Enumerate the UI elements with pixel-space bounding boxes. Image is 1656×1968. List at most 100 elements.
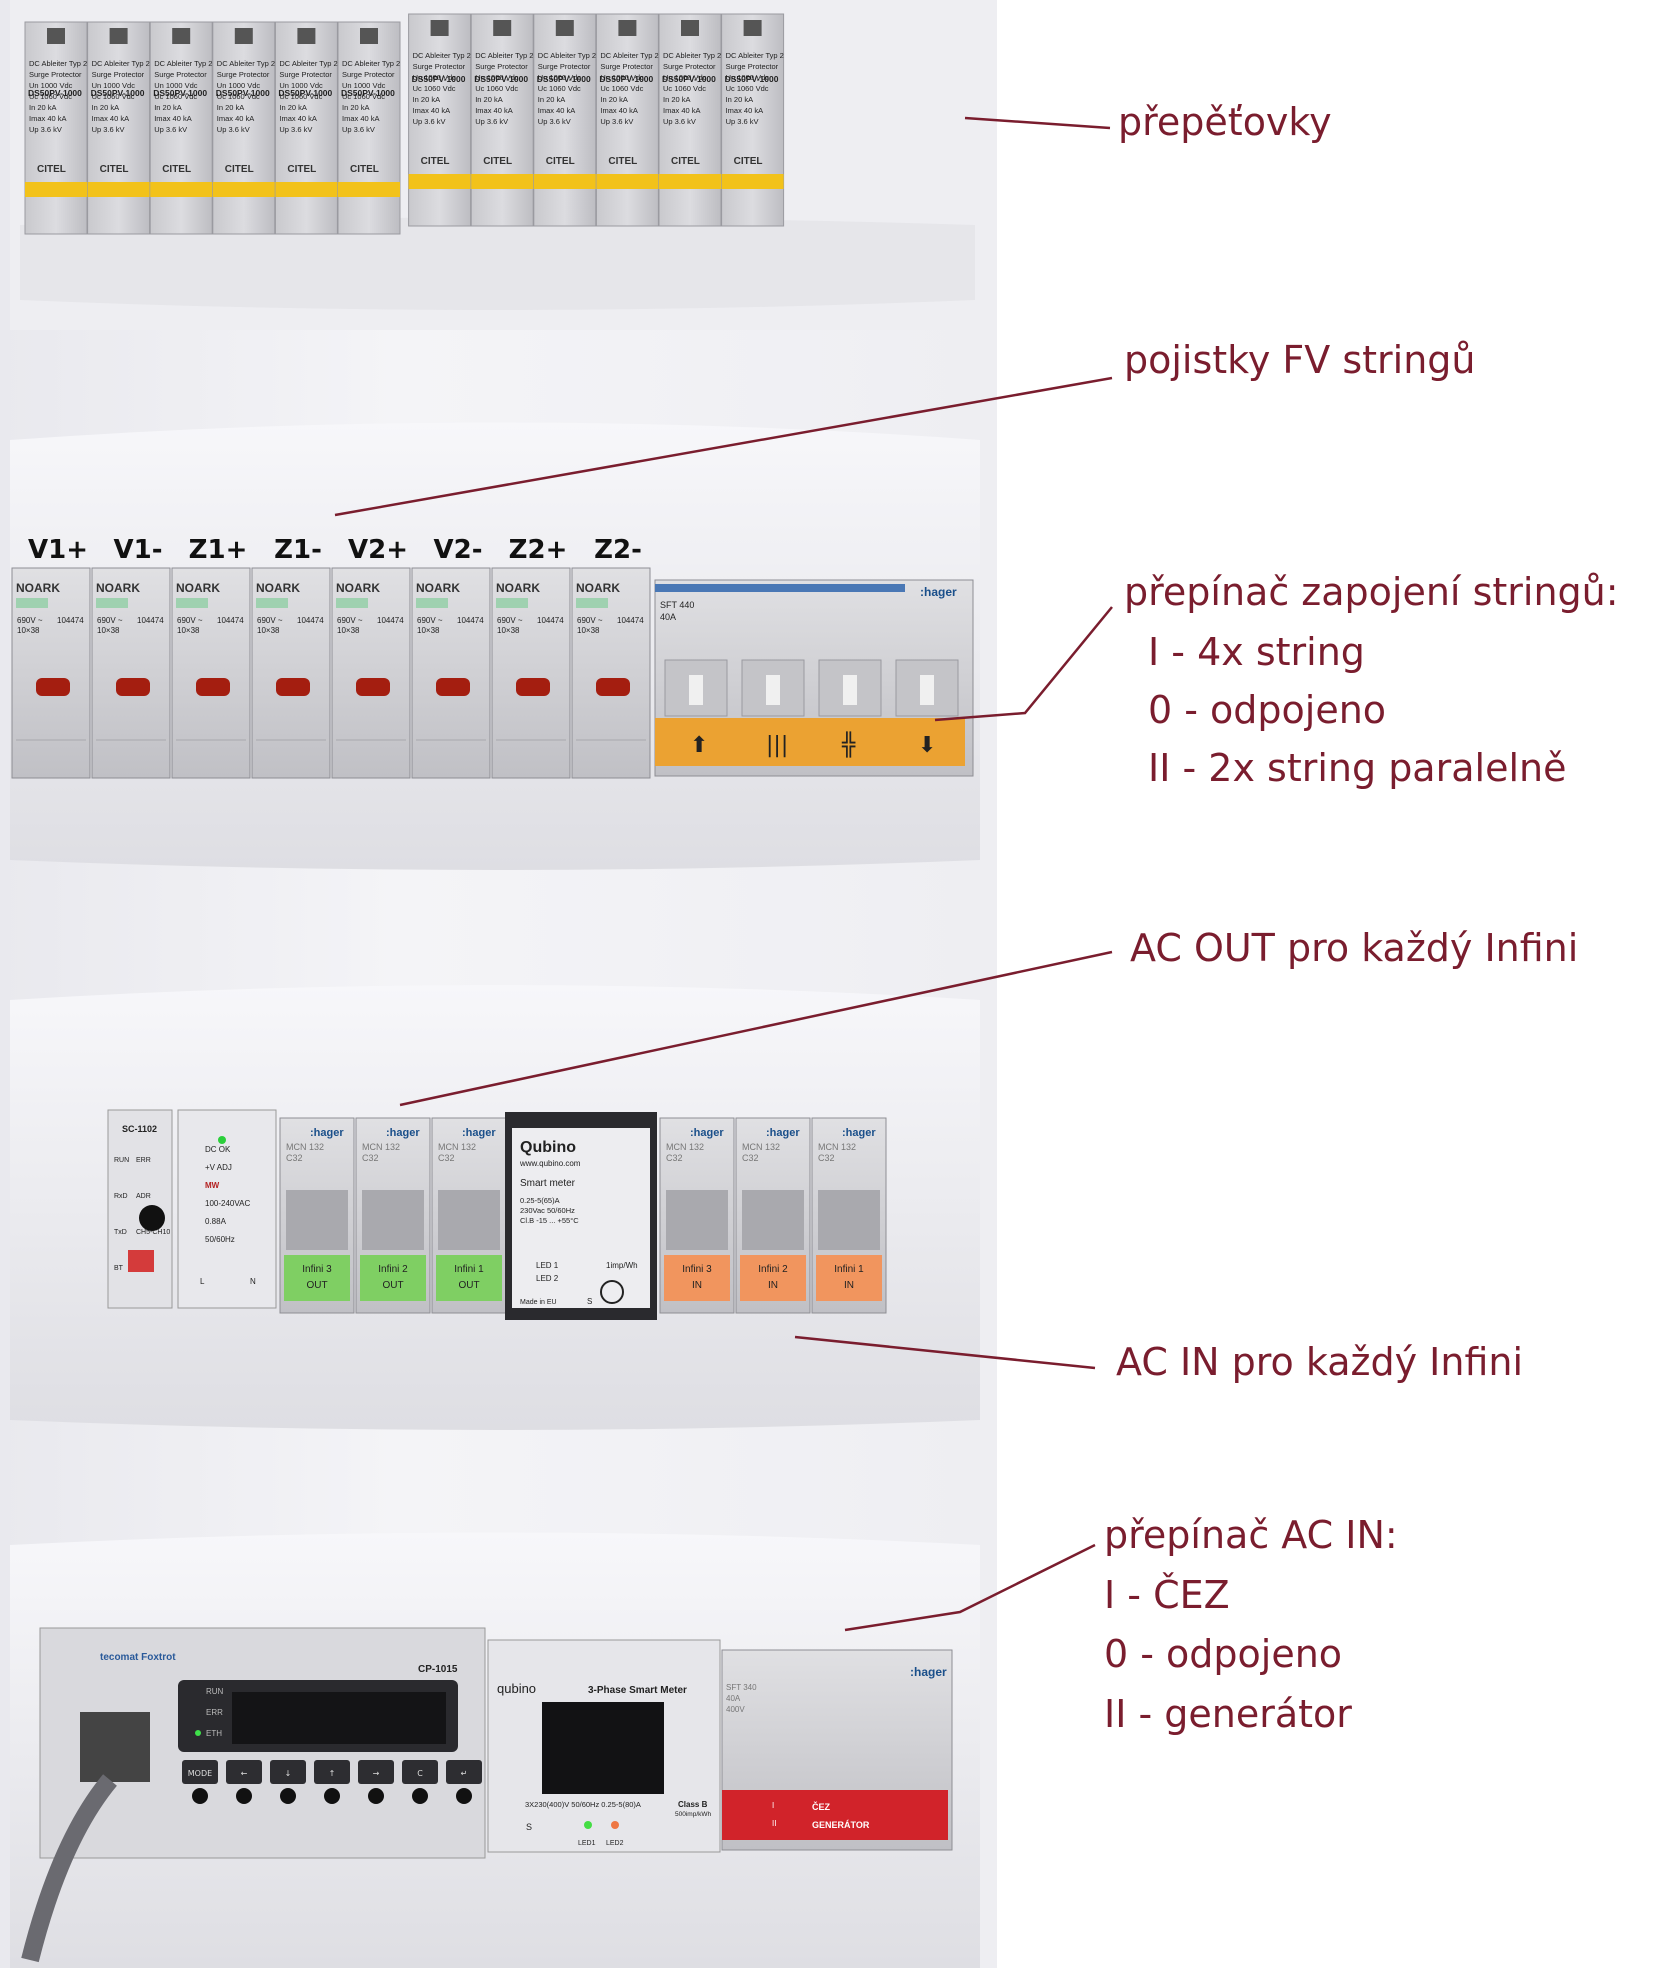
surge-type-text: DS50PV-1000 bbox=[28, 88, 82, 98]
acin-switch-brand-text: :hager bbox=[910, 1665, 947, 1679]
meter-led-text: LED 2 bbox=[536, 1274, 559, 1283]
in-brand-text: :hager bbox=[766, 1127, 800, 1139]
surge-spec-text: Imax 40 kA bbox=[475, 106, 513, 115]
controller-row: tecomat FoxtrotCP-1015RUNERRETHMODE←↓↑→C… bbox=[21, 1627, 953, 1963]
psu-led bbox=[218, 1136, 226, 1144]
fuse-brand-text: NOARK bbox=[176, 581, 220, 595]
surge-module bbox=[408, 13, 472, 227]
plc-button bbox=[402, 1760, 438, 1784]
plc-led-text: RUN bbox=[206, 1687, 224, 1696]
fuse-spec-text: 690V ~ bbox=[257, 616, 283, 625]
in-rating-text: C32 bbox=[666, 1153, 683, 1163]
acin-switch-voltage-text: 400V bbox=[726, 1705, 745, 1714]
meter3-class-text: Class B bbox=[678, 1800, 708, 1809]
fuse-brand-text: NOARK bbox=[576, 581, 620, 595]
surge-type-text: DS50PV-1000 bbox=[153, 88, 207, 98]
out-label-plate bbox=[360, 1255, 426, 1301]
out-handle bbox=[362, 1190, 424, 1250]
surge-spec-text: Un 1000 Vdc bbox=[217, 81, 261, 90]
surge-spec-text: Un 1000 Vdc bbox=[663, 73, 707, 82]
surge-spec-text: DC Ableiter Typ 2 bbox=[92, 59, 150, 68]
surge-type-text: DS50PV-1000 bbox=[412, 74, 466, 84]
plc-model-text: CP-1015 bbox=[418, 1664, 458, 1675]
surge-window bbox=[618, 20, 637, 36]
in-label-plate bbox=[664, 1255, 730, 1301]
fuse-spec-text: 10×38 bbox=[97, 626, 120, 635]
in-label-text: Infini 2 bbox=[758, 1264, 788, 1275]
surge-brand-text: CITEL bbox=[225, 164, 254, 175]
in-rating-text: C32 bbox=[742, 1153, 759, 1163]
surge-spec-text: Uc 1060 Vdc bbox=[538, 84, 581, 93]
surge-spec-text: In 20 kA bbox=[538, 95, 566, 104]
fuse-spec-text: 104474 bbox=[217, 616, 244, 625]
fuse-green-tag bbox=[336, 598, 368, 608]
surge-spec-text: Un 1000 Vdc bbox=[279, 81, 323, 90]
surge-spec-text: In 20 kA bbox=[663, 95, 691, 104]
fuse-spec-text: 690V ~ bbox=[17, 616, 43, 625]
psu-text: L bbox=[200, 1277, 205, 1286]
surge-module bbox=[721, 13, 785, 227]
surge-module bbox=[533, 13, 597, 227]
surge-spec-text: Surge Protector bbox=[342, 70, 395, 79]
fuse-holder bbox=[331, 567, 411, 779]
string-label: Z1- bbox=[274, 535, 322, 565]
psu-text: 50/60Hz bbox=[205, 1235, 235, 1244]
surge-spec-text: Surge Protector bbox=[726, 62, 779, 71]
out-brand-text: :hager bbox=[386, 1127, 420, 1139]
fuse-indicator bbox=[516, 678, 550, 696]
label-string-switch-line-3: II - 2x string paralelně bbox=[1148, 746, 1567, 790]
out-model-text: MCN 132 bbox=[286, 1142, 324, 1152]
surge-spec-text: In 20 kA bbox=[600, 95, 628, 104]
label-ac-in-switch-title: přepínač AC IN: bbox=[1104, 1513, 1398, 1557]
fuse-brand-text: NOARK bbox=[336, 581, 380, 595]
meter-name-text: Smart meter bbox=[520, 1178, 576, 1189]
fuse-brand-text: NOARK bbox=[16, 581, 60, 595]
surge-spec-text: Un 1000 Vdc bbox=[342, 81, 386, 90]
psu-text: MW bbox=[205, 1181, 220, 1190]
in-handle bbox=[742, 1190, 804, 1250]
meter-imp-text: 1imp/Wh bbox=[606, 1261, 638, 1270]
surge-spec-text: In 20 kA bbox=[279, 103, 307, 112]
switch-symbol: ||| bbox=[766, 733, 788, 758]
surge-spec-text: Uc 1060 Vdc bbox=[475, 84, 518, 93]
meter-s-text: S bbox=[587, 1297, 592, 1306]
surge-spec-text: Un 1000 Vdc bbox=[154, 81, 198, 90]
surge-spec-text: In 20 kA bbox=[726, 95, 754, 104]
fuse-brand-text: NOARK bbox=[496, 581, 540, 595]
meter-led-text: LED 1 bbox=[536, 1261, 559, 1270]
psu-text: 0.88A bbox=[205, 1217, 227, 1226]
switch-symbol: ╬ bbox=[841, 731, 856, 758]
surge-window bbox=[493, 20, 512, 36]
surge-spec-text: DC Ableiter Typ 2 bbox=[342, 59, 400, 68]
acin-switch-pos1: I bbox=[772, 1801, 774, 1810]
fuse-spec-text: 10×38 bbox=[17, 626, 40, 635]
in-model-text: MCN 132 bbox=[666, 1142, 704, 1152]
meter-spec-text: 230Vac 50/60Hz bbox=[520, 1206, 575, 1215]
surge-spec-text: Up 3.6 kV bbox=[726, 117, 759, 126]
surge-brand-text: CITEL bbox=[546, 156, 575, 167]
surge-type-text: DS50PV-1000 bbox=[341, 88, 395, 98]
surge-window bbox=[234, 28, 253, 44]
fuse-green-tag bbox=[176, 598, 208, 608]
plc-eth-led bbox=[195, 1730, 201, 1736]
meter3-display bbox=[542, 1702, 664, 1794]
fuse-spec-text: 104474 bbox=[297, 616, 324, 625]
fuse-brand-text: NOARK bbox=[416, 581, 460, 595]
surge-type-text: DS50PV-1000 bbox=[537, 74, 591, 84]
out-label-text: Infini 3 bbox=[302, 1264, 332, 1275]
string-label: V2+ bbox=[348, 535, 408, 565]
sc-module bbox=[107, 1109, 173, 1309]
switch-handle bbox=[689, 675, 703, 705]
out-label-text: Infini 1 bbox=[454, 1264, 484, 1275]
surge-spec-text: In 20 kA bbox=[154, 103, 182, 112]
plc-button-text: MODE bbox=[188, 1769, 212, 1778]
surge-window bbox=[109, 28, 128, 44]
surge-yellow-stripe bbox=[87, 182, 150, 197]
surge-yellow-stripe bbox=[659, 174, 721, 189]
surge-spec-text: Uc 1060 Vdc bbox=[663, 84, 706, 93]
plc-button-knob bbox=[368, 1788, 384, 1804]
surge-module bbox=[87, 21, 151, 235]
label-ac-in-switch-line-2: 0 - odpojeno bbox=[1104, 1632, 1343, 1676]
surge-spec-text: Uc 1060 Vdc bbox=[29, 92, 72, 101]
